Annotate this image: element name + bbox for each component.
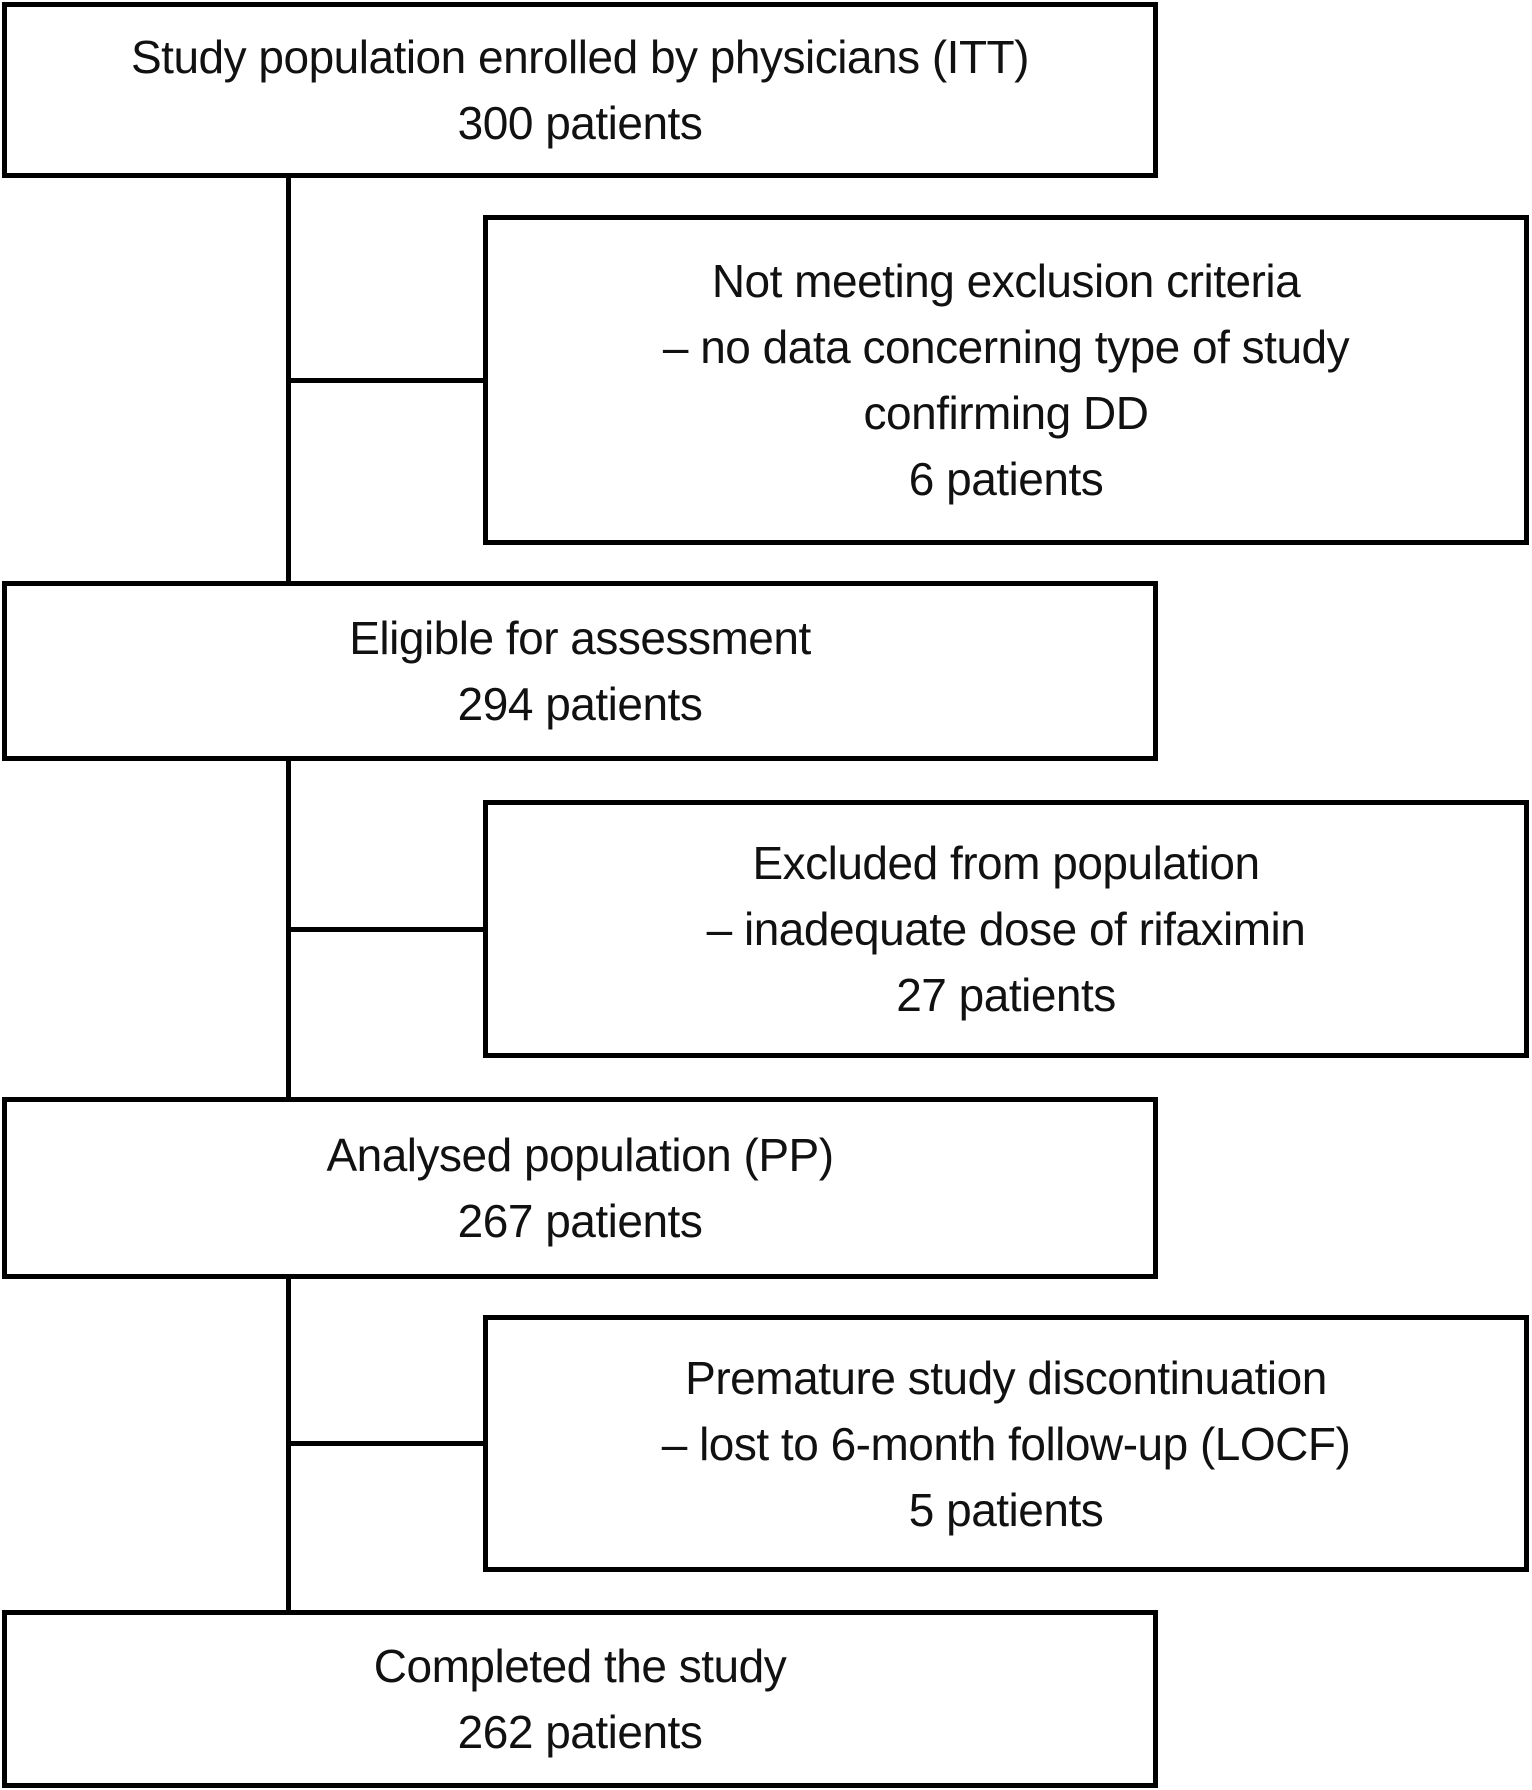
connector-branch-excluded bbox=[288, 927, 488, 932]
connector-branch-not-meeting bbox=[288, 378, 488, 383]
box-label-line: – inadequate dose of rifaximin bbox=[706, 903, 1306, 955]
box-eligible-for-assessment: Eligible for assessment 294 patients bbox=[2, 581, 1158, 761]
box-label-line: – no data concerning type of study bbox=[662, 321, 1350, 373]
box-excluded-from-population: Excluded from population – inadequate do… bbox=[483, 800, 1529, 1058]
box-premature-study-discontinuation: Premature study discontinuation – lost t… bbox=[483, 1315, 1529, 1572]
patient-count: 300 patients bbox=[457, 97, 703, 149]
box-label-line: Eligible for assessment bbox=[349, 612, 811, 664]
box-label-line: Not meeting exclusion criteria bbox=[711, 255, 1301, 307]
patient-count: 267 patients bbox=[457, 1195, 703, 1247]
patient-count: 27 patients bbox=[896, 969, 1116, 1021]
box-label-line: Completed the study bbox=[373, 1640, 787, 1692]
connector-main-vertical-line bbox=[286, 178, 291, 1612]
patient-count: 5 patients bbox=[908, 1483, 1104, 1536]
box-label-line: Premature study discontinuation bbox=[685, 1351, 1327, 1404]
box-label-line: Study population enrolled by physicians … bbox=[131, 31, 1029, 83]
box-completed-the-study: Completed the study 262 patients bbox=[2, 1610, 1158, 1788]
box-label-line: Excluded from population bbox=[752, 837, 1260, 889]
patient-count: 6 patients bbox=[908, 453, 1104, 505]
connector-branch-premature bbox=[288, 1441, 488, 1446]
box-study-population-itt: Study population enrolled by physicians … bbox=[2, 2, 1158, 178]
box-not-meeting-exclusion-criteria: Not meeting exclusion criteria – no data… bbox=[483, 215, 1529, 545]
box-label-line: Analysed population (PP) bbox=[326, 1129, 834, 1181]
box-label-line: – lost to 6-month follow-up (LOCF) bbox=[661, 1417, 1351, 1470]
box-label-line: confirming DD bbox=[863, 387, 1149, 439]
box-analysed-population-pp: Analysed population (PP) 267 patients bbox=[2, 1097, 1158, 1279]
patient-count: 262 patients bbox=[457, 1706, 703, 1758]
patient-count: 294 patients bbox=[457, 678, 703, 730]
